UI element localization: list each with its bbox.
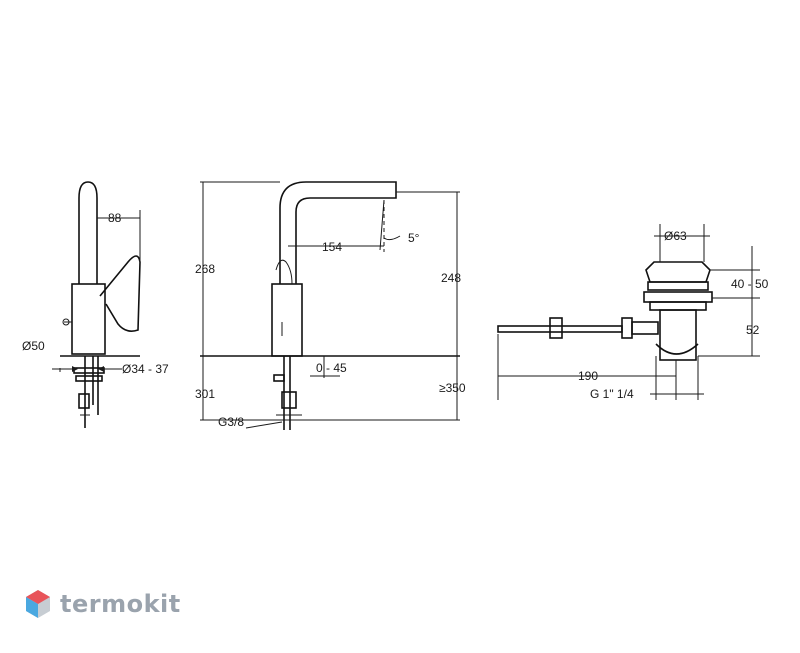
dim-min-clearance: ≥350 <box>439 381 466 395</box>
dim-rod-length: 190 <box>578 369 598 383</box>
waste-assembly <box>497 224 760 400</box>
dim-plug-diameter: Ø63 <box>664 229 687 243</box>
front-view-faucet <box>200 181 460 430</box>
dim-hose-length: 301 <box>195 387 215 401</box>
dim-spout-height: 248 <box>441 271 461 285</box>
dim-waste-height: 52 <box>746 323 760 337</box>
dim-connection-thread: G3/8 <box>218 415 244 429</box>
dim-total-height: 268 <box>195 262 215 276</box>
dim-deck-thickness: 0 - 45 <box>316 361 347 375</box>
dim-side-width: 88 <box>108 211 122 225</box>
dim-spout-reach: 154 <box>322 240 342 254</box>
logo-text: termokit <box>60 590 181 618</box>
dim-hole-range: Ø34 - 37 <box>122 362 169 376</box>
dim-plug-height: 40 - 50 <box>731 277 769 291</box>
side-view-faucet <box>52 181 141 428</box>
termokit-logo-icon <box>26 590 50 618</box>
dim-spout-angle: 5° <box>408 231 420 245</box>
dim-waste-thread: G 1" 1/4 <box>590 387 634 401</box>
dim-base-diameter: Ø50 <box>22 339 45 353</box>
